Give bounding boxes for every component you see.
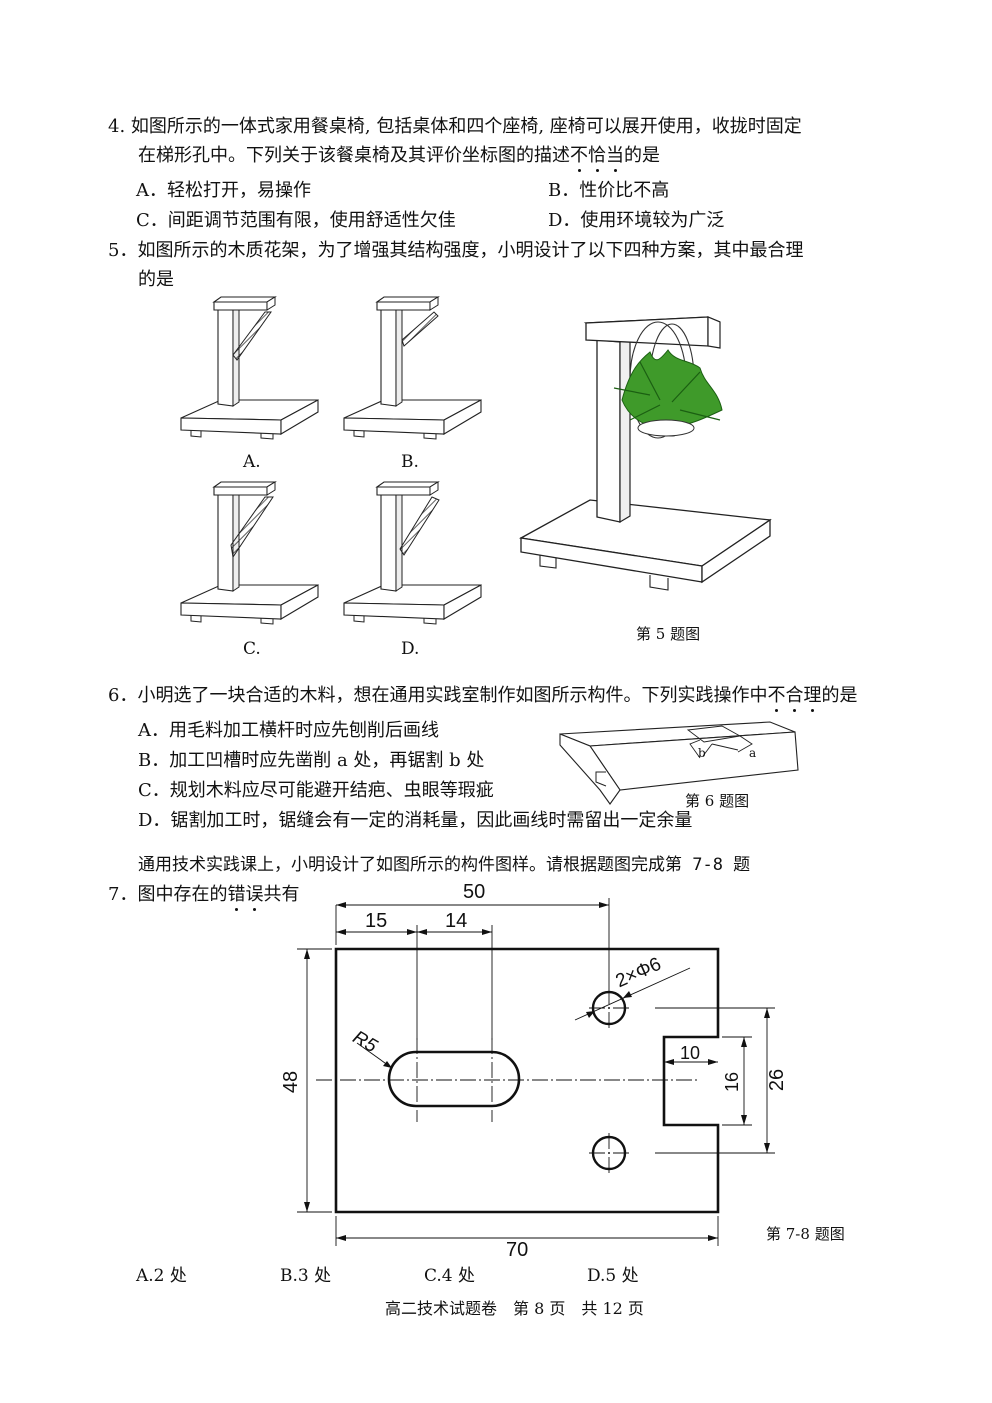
q7-emph-char: 错 (227, 884, 245, 911)
emphasis-dot (577, 169, 581, 172)
q4-emph-char: 当 (606, 145, 624, 172)
dim-15: 15 (365, 910, 388, 932)
dim-10: 10 (680, 1043, 701, 1063)
q6-emph-char: 理 (803, 685, 821, 712)
q5-option-d[interactable]: D. (401, 639, 420, 659)
q7-option-b[interactable]: B.3 处 (280, 1266, 332, 1286)
q4-option-d[interactable]: D．使用环境较为广泛 (548, 210, 725, 231)
q5-caption: 第 5 题图 (636, 625, 701, 643)
emphasis-dot (595, 169, 599, 172)
q6-emph-char: 合 (785, 685, 803, 712)
dim-70: 70 (506, 1239, 529, 1261)
q5-option-d-figure (343, 481, 482, 625)
dim-14: 14 (445, 910, 468, 932)
q6-stem-post: 的是 (821, 685, 858, 706)
q6-option-d[interactable]: D．锯割加工时，锯缝会有一定的消耗量，因此画线时需留出一定余量 (138, 810, 693, 831)
q4-option-b[interactable]: B．性价比不高 (548, 180, 670, 201)
q4-option-c[interactable]: C．间距调节范围有限，使用舒适性欠佳 (136, 210, 456, 231)
emphasis-dot (774, 709, 778, 712)
q7-stem-pre: 7．图中存在的 (108, 884, 228, 905)
q5-option-a-figure (180, 296, 319, 440)
q4-option-a[interactable]: A．轻松打开，易操作 (136, 180, 311, 201)
q5-stem-line2: 的是 (138, 269, 174, 290)
q6-option-a[interactable]: A．用毛料加工横杆时应先刨削后画线 (138, 720, 439, 741)
q4-stem-line2-post: 的是 (624, 145, 660, 166)
emphasis-dot (613, 169, 617, 172)
q5-option-b[interactable]: B. (401, 452, 419, 472)
dim-48: 48 (280, 1070, 303, 1094)
emphasis-dot (234, 908, 238, 911)
q7-emph-char: 误 (245, 884, 263, 911)
q6-label-a: a (749, 746, 757, 760)
emphasis-dot (252, 908, 256, 911)
q7-caption: 第 7-8 题图 (766, 1225, 845, 1243)
q6-option-c[interactable]: C．规划木料应尽可能避开结疤、虫眼等瑕疵 (138, 780, 494, 801)
q6-figure (559, 721, 799, 805)
q4-stem-line2-pre: 在梯形孔中。下列关于该餐桌椅及其评价坐标图的描述 (138, 145, 570, 166)
q78-intro: 通用技术实践课上，小明设计了如图所示的构件图样。请根据题图完成第 7-8 题 (138, 855, 751, 875)
dim-50: 50 (463, 881, 486, 903)
q7-option-a[interactable]: A.2 处 (136, 1266, 187, 1286)
dim-26: 26 (766, 1068, 789, 1092)
dim-16: 16 (722, 1071, 743, 1093)
q7-option-c[interactable]: C.4 处 (424, 1266, 476, 1286)
q7-option-d[interactable]: D.5 处 (587, 1266, 639, 1286)
q4-stem-line2: 在梯形孔中。下列关于该餐桌椅及其评价坐标图的描述不恰当的是 (138, 144, 660, 172)
q6-emph-char: 不 (767, 685, 785, 712)
q5-stem-line1: 5．如图所示的木质花架，为了增强其结构强度，小明设计了以下四种方案，其中最合理 (108, 240, 804, 261)
q4-emph-char: 恰 (588, 145, 606, 172)
q5-option-a[interactable]: A. (243, 452, 261, 472)
q6-caption: 第 6 题图 (685, 792, 750, 810)
q4-stem-line1: 4. 如图所示的一体式家用餐桌椅, 包括桌体和四个座椅, 座椅可以展开使用，收拢… (108, 116, 802, 137)
q5-option-c[interactable]: C. (243, 639, 261, 659)
q6-stem-pre: 6．小明选了一块合适的木料，想在通用实践室制作如图所示构件。下列实践操作中 (108, 685, 768, 706)
q7-stem-post: 共有 (263, 884, 300, 905)
q5-option-c-figure (180, 481, 319, 625)
q6-label-b: b (698, 746, 706, 760)
q4-emph-char: 不 (570, 145, 588, 172)
page-footer: 高二技术试题卷 第 8 页 共 12 页 (385, 1299, 644, 1318)
emphasis-dot (792, 709, 796, 712)
q5-option-b-figure (343, 296, 482, 440)
q6-stem: 6．小明选了一块合适的木料，想在通用实践室制作如图所示构件。下列实践操作中不合理… (108, 684, 858, 712)
q5-main-figure (519, 316, 772, 591)
emphasis-dot (810, 709, 814, 712)
q7-stem: 7．图中存在的错误共有 (108, 883, 300, 911)
q6-option-b[interactable]: B．加工凹槽时应先凿削 a 处，再锯割 b 处 (138, 750, 485, 771)
q7-drawing (297, 898, 775, 1246)
